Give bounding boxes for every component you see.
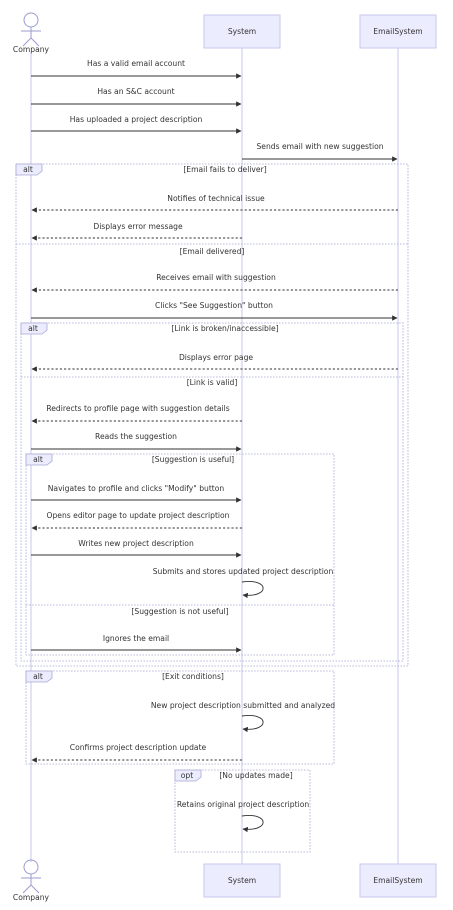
participant-label: System	[228, 876, 256, 885]
svg-text:Submits and stores updated pro: Submits and stores updated project descr…	[153, 567, 334, 576]
message-m15: Submits and stores updated project descr…	[153, 567, 334, 599]
svg-text:Reads the suggestion: Reads the suggestion	[95, 432, 177, 441]
frame-type-label: alt	[28, 324, 38, 333]
alt-frame-suggestion-usefulness: alt [Suggestion is useful] [Suggestion i…	[25, 453, 335, 656]
frame-type-label: alt	[33, 672, 43, 681]
message-m14: Writes new project description	[31, 539, 242, 558]
participant-system-bottom: System	[203, 863, 281, 898]
frame-condition: [Email fails to deliver]	[183, 165, 266, 174]
svg-text:Navigates to profile and click: Navigates to profile and clicks "Modify"…	[48, 484, 225, 493]
participant-label: System	[228, 27, 256, 36]
message-m10: Redirects to profile page with suggestio…	[31, 404, 242, 424]
message-m13: Opens editor page to update project desc…	[31, 511, 242, 531]
actor-stick-figure-icon	[21, 12, 41, 47]
message-m19: Retains original project description	[177, 800, 310, 833]
svg-text:Notifies of technical issue: Notifies of technical issue	[167, 194, 265, 203]
alt-frame-link-validity: alt [Link is broken/inaccessible] [Link …	[20, 322, 404, 662]
message-m16: Ignores the email	[31, 634, 242, 653]
message-m5: Notifies of technical issue	[31, 194, 398, 213]
message-m3: Has uploaded a project description	[31, 115, 242, 134]
frame-type-label: alt	[23, 165, 33, 174]
participant-email-system-top: EmailSystem	[359, 14, 437, 49]
svg-text:Displays error message: Displays error message	[93, 222, 183, 231]
frame-type-label: alt	[33, 455, 43, 464]
svg-text:Confirms project description u: Confirms project description update	[70, 743, 207, 752]
svg-text:Retains original project descr: Retains original project description	[177, 800, 310, 809]
svg-text:Writes new project description: Writes new project description	[78, 539, 194, 548]
frame-condition: [No updates made]	[219, 771, 292, 780]
message-m17: New project description submitted and an…	[151, 701, 335, 733]
actor-label: Company	[13, 893, 50, 902]
message-m18: Confirms project description update	[31, 743, 242, 763]
actor-stick-figure-icon	[21, 859, 41, 894]
frame-condition: [Suggestion is useful]	[152, 455, 234, 464]
message-m2: Has an S&C account	[31, 87, 242, 107]
opt-frame-no-updates: opt [No updates made]	[174, 769, 311, 853]
svg-text:Displays error page: Displays error page	[179, 353, 253, 362]
message-m1: Has a valid email account	[31, 59, 242, 79]
frame-condition: [Link is broken/inaccessible]	[171, 324, 278, 333]
message-m9: Displays error page	[31, 353, 398, 372]
svg-text:Sends email with new suggestio: Sends email with new suggestion	[256, 142, 383, 151]
participant-label: EmailSystem	[373, 876, 422, 885]
frame-type-label: opt	[181, 771, 193, 780]
svg-text:New project description submit: New project description submitted and an…	[151, 701, 335, 710]
svg-text:Has an S&C account: Has an S&C account	[97, 87, 174, 96]
message-m11: Reads the suggestion	[31, 432, 242, 452]
message-m4: Sends email with new suggestion	[242, 142, 398, 162]
actor-company-top: Company	[13, 12, 50, 54]
alt-frame-email-delivery: alt [Email fails to deliver] [Email deli…	[15, 163, 409, 667]
participant-system-top: System	[203, 14, 281, 49]
frame-else-condition: [Suggestion is not useful]	[131, 607, 228, 616]
frame-else-condition: [Email delivered]	[180, 247, 245, 256]
svg-text:Has uploaded a project descrip: Has uploaded a project description	[70, 115, 203, 124]
message-m12: Navigates to profile and clicks "Modify"…	[31, 484, 242, 503]
frame-else-condition: [Link is valid]	[187, 378, 238, 387]
message-m8: Clicks "See Suggestion" button	[31, 301, 398, 321]
svg-text:Clicks "See Suggestion" button: Clicks "See Suggestion" button	[155, 301, 273, 310]
participant-label: EmailSystem	[373, 27, 422, 36]
svg-text:Redirects to profile page with: Redirects to profile page with suggestio…	[46, 404, 229, 413]
actor-company-bottom: Company	[13, 859, 50, 902]
frame-condition: [Exit conditions]	[162, 672, 224, 681]
svg-text:Receives email with suggestion: Receives email with suggestion	[156, 273, 276, 282]
participant-email-system-bottom: EmailSystem	[359, 863, 437, 898]
alt-frame-exit-conditions: alt [Exit conditions]	[25, 670, 335, 765]
message-m7: Receives email with suggestion	[31, 273, 398, 293]
message-m6: Displays error message	[31, 222, 242, 241]
svg-text:Ignores the email: Ignores the email	[103, 634, 169, 643]
svg-text:Has a valid email account: Has a valid email account	[87, 59, 185, 68]
svg-text:Opens editor page to update pr: Opens editor page to update project desc…	[47, 511, 230, 520]
actor-label: Company	[13, 45, 50, 54]
